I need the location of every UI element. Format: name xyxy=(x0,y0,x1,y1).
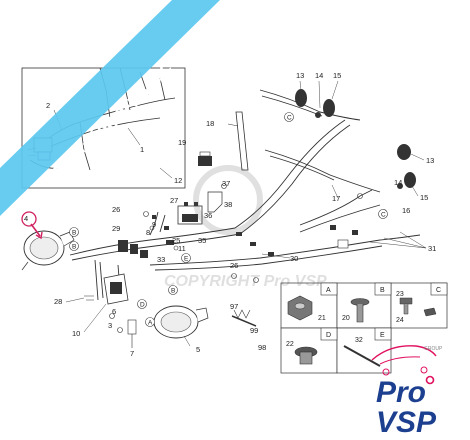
label-98: 98 xyxy=(258,343,266,352)
label-3: 3 xyxy=(108,321,112,330)
site-banner: Pro-piece-vsp.com xyxy=(0,0,220,216)
horn-assemblies xyxy=(295,89,416,189)
label-25: 25 xyxy=(172,236,180,245)
label-99: 99 xyxy=(250,326,258,335)
label-14-top: 14 xyxy=(315,71,323,80)
label-6: 6 xyxy=(112,307,116,316)
logo-tag: GROUP xyxy=(424,346,443,352)
label-10: 10 xyxy=(72,329,80,338)
long-strap xyxy=(227,111,249,171)
label-38: 38 xyxy=(224,200,232,209)
relay-module xyxy=(198,151,212,166)
inset-label-2: 2 xyxy=(46,101,50,110)
logo-line1: Pro xyxy=(376,376,426,409)
marker-b-bottom: B xyxy=(171,288,175,295)
label-17: 17 xyxy=(332,194,340,203)
marker-b-left-2: B xyxy=(72,244,76,251)
label-9: 9 xyxy=(152,220,156,229)
label-14-right: 14 xyxy=(394,178,402,187)
box-d-letter: D xyxy=(326,332,331,339)
box-e-part: 32 xyxy=(355,337,363,344)
label-33: 33 xyxy=(157,255,165,264)
right-fog-lamp xyxy=(153,305,209,339)
marker-d: D xyxy=(140,302,145,309)
bracket xyxy=(207,183,227,213)
small-connectors xyxy=(152,215,358,256)
label-16: 16 xyxy=(402,206,410,215)
label-15-top: 15 xyxy=(333,71,341,80)
label-13-right: 13 xyxy=(426,156,434,165)
label-28: 28 xyxy=(54,297,62,306)
box-c-letter: C xyxy=(436,287,441,294)
watermark: COPYRIGHT Pro VSP xyxy=(164,165,327,290)
label-26-left: 26 xyxy=(112,205,120,214)
label-8: 8 xyxy=(146,228,150,237)
watermark-text: COPYRIGHT Pro VSP xyxy=(164,273,327,290)
connector-block xyxy=(118,240,148,258)
brand-logo: GROUP Pro VSP xyxy=(371,345,443,439)
label-27: 27 xyxy=(170,196,178,205)
box-e-letter: E xyxy=(380,332,385,339)
label-19: 19 xyxy=(178,138,186,147)
marker-b-left: B xyxy=(72,230,76,237)
label-5: 5 xyxy=(196,345,200,354)
box-d-part: 22 xyxy=(286,341,294,348)
label-11: 11 xyxy=(178,244,186,253)
inset-label-1: 1 xyxy=(140,145,144,154)
label-18: 18 xyxy=(206,119,214,128)
inset-label-12: 12 xyxy=(174,176,182,185)
box-c-part-23: 23 xyxy=(396,291,404,298)
label-13-top: 13 xyxy=(296,71,304,80)
label-7: 7 xyxy=(130,349,134,358)
label-31: 31 xyxy=(428,244,436,253)
label-29: 29 xyxy=(112,224,120,233)
logo-line2: VSP xyxy=(376,406,437,439)
label-4: 4 xyxy=(24,214,28,223)
highlight-ring xyxy=(21,211,43,240)
left-fog-lamp xyxy=(21,230,75,271)
label-36: 36 xyxy=(204,211,212,220)
marker-c-top: C xyxy=(287,115,292,122)
box-b-part: 20 xyxy=(342,315,350,322)
callout-leaders xyxy=(65,80,427,347)
box-c-part-24: 24 xyxy=(396,317,404,324)
battery xyxy=(177,202,203,225)
marker-e: E xyxy=(184,256,189,263)
box-a-part: 21 xyxy=(318,315,326,322)
callout-labels: 3 4 5 6 7 8 9 10 11 13 13 14 14 15 15 16… xyxy=(24,71,436,358)
circle-markers: B B E C C B D A xyxy=(69,112,388,327)
marker-c-right: C xyxy=(381,212,386,219)
detail-grid: A B C D E 21 20 23 24 22 32 xyxy=(280,282,448,374)
fuse-box xyxy=(103,273,129,305)
label-37: 37 xyxy=(222,179,230,188)
marker-a: A xyxy=(148,320,153,327)
label-15-right: 15 xyxy=(420,193,428,202)
label-30: 30 xyxy=(290,254,298,263)
label-35: 35 xyxy=(198,236,206,245)
label-97: 97 xyxy=(230,302,238,311)
box-a-letter: A xyxy=(326,287,331,294)
box-b-letter: B xyxy=(380,287,385,294)
label-26-right: 26 xyxy=(230,261,238,270)
